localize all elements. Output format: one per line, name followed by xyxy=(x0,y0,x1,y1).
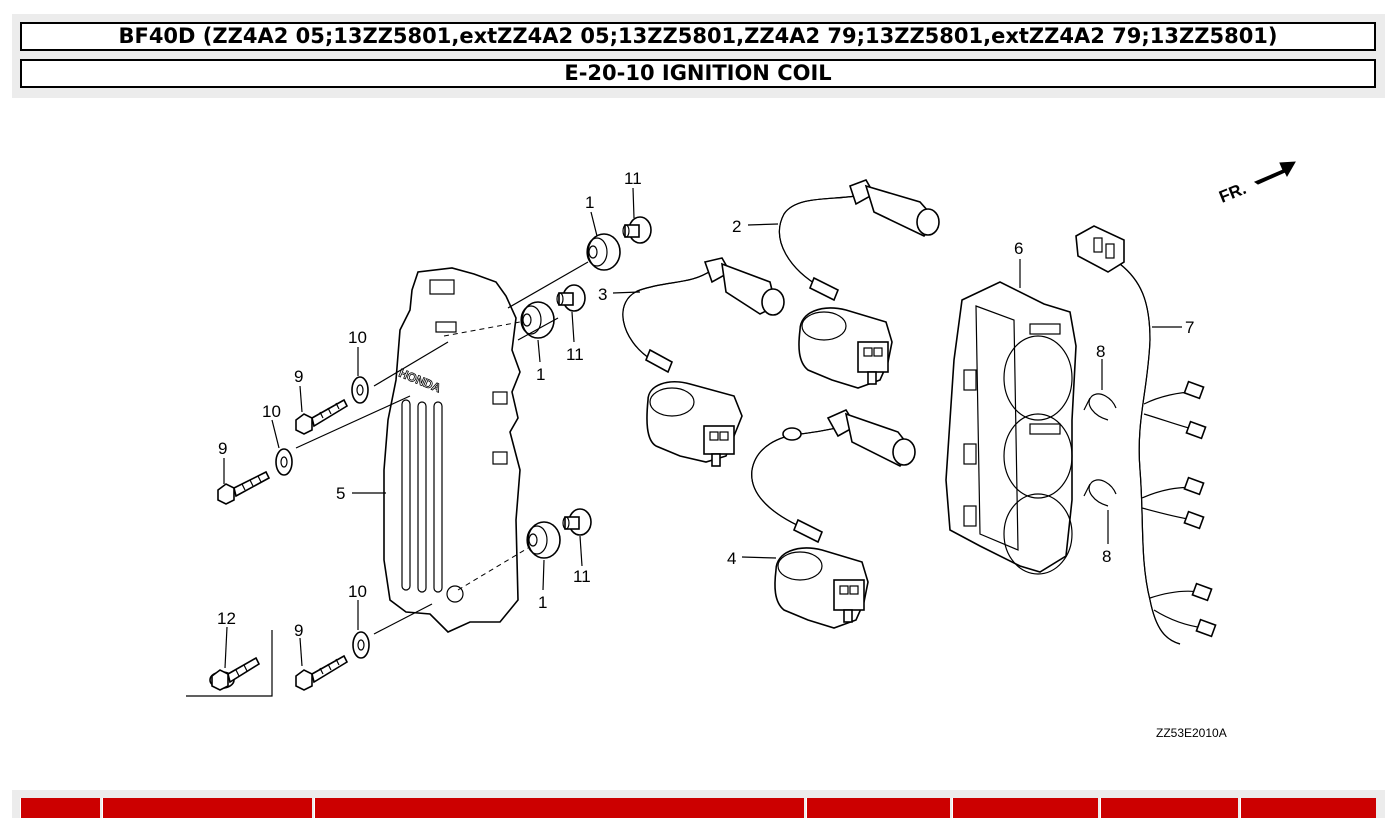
collar-top xyxy=(622,216,652,244)
callout-9-lower: 9 xyxy=(294,621,303,640)
bolt-middle xyxy=(217,470,271,505)
callout-4: 4 xyxy=(727,549,736,568)
callout-8-upper: 8 xyxy=(1096,342,1105,361)
collar-bottom xyxy=(562,508,592,536)
coil-bracket xyxy=(945,281,1077,575)
callout-11-middle: 11 xyxy=(566,345,584,364)
drawing-code: ZZ53E2010A xyxy=(1156,726,1227,740)
callout-3: 3 xyxy=(598,285,607,304)
header-panel: BF40D (ZZ4A2 05;13ZZ5801,extZZ4A2 05;13Z… xyxy=(12,14,1385,98)
clip-upper xyxy=(1083,393,1117,421)
callout-5: 5 xyxy=(336,484,345,503)
callout-10-middle: 10 xyxy=(262,402,281,421)
table-col-6 xyxy=(1100,798,1238,818)
bolt-lower xyxy=(295,654,349,691)
washer-lower xyxy=(352,631,370,659)
model-title: BF40D (ZZ4A2 05;13ZZ5801,extZZ4A2 05;13Z… xyxy=(20,22,1376,51)
table-col-5 xyxy=(952,798,1098,818)
table-col-2 xyxy=(102,798,312,818)
section-title: E-20-10 IGNITION COIL xyxy=(20,59,1376,88)
table-col-1 xyxy=(20,798,100,818)
callout-12: 12 xyxy=(217,609,236,628)
table-col-4 xyxy=(806,798,950,818)
callout-10-lower: 10 xyxy=(348,582,367,601)
table-col-7 xyxy=(1240,798,1376,818)
collar-middle xyxy=(556,284,586,312)
callout-1-bottom: 1 xyxy=(538,593,547,612)
washer-upper xyxy=(351,376,369,404)
front-direction-arrow: FR. xyxy=(1216,161,1296,207)
ignition-coil-3 xyxy=(622,257,785,467)
callout-7: 7 xyxy=(1185,318,1194,337)
washer-middle xyxy=(275,448,293,476)
callout-11-top: 11 xyxy=(624,169,642,188)
grommet-top xyxy=(586,233,621,271)
ignition-coil-4 xyxy=(751,408,916,629)
callout-10-upper: 10 xyxy=(348,328,367,347)
clip-lower xyxy=(1083,479,1117,507)
callout-2: 2 xyxy=(732,217,741,236)
ignition-coil-2 xyxy=(779,179,940,389)
grommet-middle xyxy=(520,301,555,339)
bolt-upper xyxy=(295,398,349,435)
coil-cover: HONDA xyxy=(383,267,521,633)
callout-6: 6 xyxy=(1014,239,1023,258)
callout-8-lower: 8 xyxy=(1102,547,1111,566)
callout-11-bottom: 11 xyxy=(573,567,591,586)
parts-table-header xyxy=(12,790,1385,818)
flange-bolt-box xyxy=(186,630,273,697)
table-col-3 xyxy=(314,798,804,818)
callout-9-upper: 9 xyxy=(294,367,303,386)
front-label: FR. xyxy=(1216,179,1249,207)
callout-1-top: 1 xyxy=(585,193,594,212)
callout-leaders xyxy=(223,187,1182,669)
grommet-bottom xyxy=(526,521,561,559)
callout-9-middle: 9 xyxy=(218,439,227,458)
parts-diagram: FR. HONDA xyxy=(186,161,1296,740)
wire-harness xyxy=(1075,225,1217,645)
callout-1-middle: 1 xyxy=(536,365,545,384)
